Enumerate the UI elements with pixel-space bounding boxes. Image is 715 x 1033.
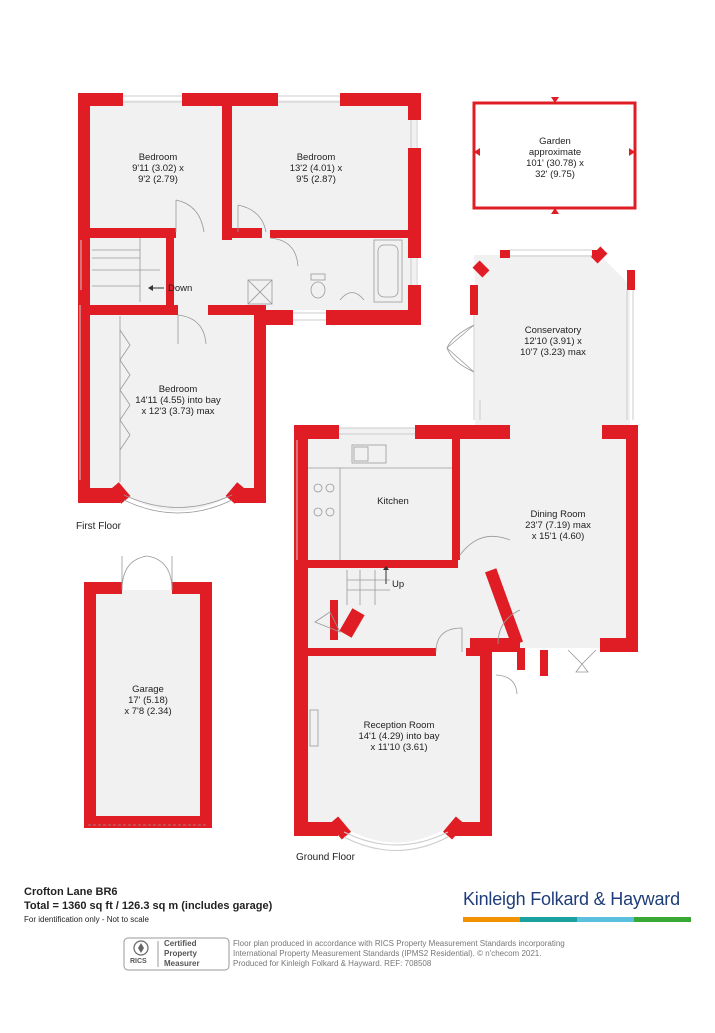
room-dims: 32' (9.75) — [535, 169, 575, 180]
rics-text: RICS — [130, 958, 147, 965]
down-arrow-head — [148, 285, 153, 291]
room-dims: 17' (5.18) — [128, 695, 168, 706]
first-floor-walls — [78, 93, 421, 504]
room-dims: 14'1 (4.29) into bay — [358, 731, 440, 742]
room-name: Bedroom — [296, 152, 336, 163]
disclaimer: For identification only - Not to scale — [24, 915, 149, 924]
stairs-down-label: Down — [168, 283, 193, 294]
reception-fill — [302, 648, 482, 828]
statement-line: International Property Measurement Stand… — [233, 949, 542, 958]
badge-line: Certified — [164, 939, 197, 948]
first-floor-upper-fill — [86, 100, 416, 310]
room-label-kitchen: Kitchen — [358, 496, 428, 507]
room-dims: 9'5 (2.87) — [296, 174, 336, 185]
garage-doors — [88, 555, 208, 826]
brand-color-bar — [463, 917, 691, 922]
room-name: Garage — [132, 684, 164, 695]
room-dims: x 11'10 (3.61) — [370, 742, 428, 753]
first-floor-fixtures — [92, 199, 403, 514]
room-name: Bedroom — [158, 384, 198, 395]
ground-floor-fixtures — [308, 324, 597, 747]
stairs-up-label: Up — [392, 579, 405, 590]
room-dims: approximate — [528, 147, 582, 158]
room-label-conservatory: Conservatory 12'10 (3.91) x 10'7 (3.23) … — [503, 325, 603, 358]
up-arrow-head — [383, 566, 389, 570]
room-dims: 13'2 (4.01) x — [289, 163, 343, 174]
total-area: Total = 1360 sq ft / 126.3 sq m (include… — [24, 900, 273, 912]
room-label-garden: Garden approximate 101' (30.78) x 32' (9… — [515, 136, 595, 180]
room-label-reception-room: Reception Room 14'1 (4.29) into bay x 11… — [344, 720, 454, 753]
room-name: Conservatory — [524, 325, 582, 336]
badge-line: Property — [164, 949, 197, 958]
first-floor-windows — [80, 95, 418, 321]
room-label-bedroom-3: Bedroom 14'11 (4.55) into bay x 12'3 (3.… — [128, 384, 228, 417]
floor-label-first: First Floor — [76, 521, 121, 532]
badge-line: Measurer — [164, 959, 200, 968]
room-name: Dining Room — [530, 509, 586, 520]
rics-badge — [123, 937, 230, 971]
room-name: Bedroom — [138, 152, 178, 163]
room-dims: 12'10 (3.91) x — [524, 336, 582, 347]
room-label-bedroom-2: Bedroom 13'2 (4.01) x 9'5 (2.87) — [276, 152, 356, 185]
room-dims: 101' (30.78) x — [526, 158, 584, 169]
reception-bay-fill — [340, 825, 452, 843]
room-dims: 9'11 (3.02) x — [132, 163, 184, 174]
certified-measurer-text: Certified Property Measurer — [164, 939, 200, 969]
statement-line: Floor plan produced in accordance with R… — [233, 939, 565, 948]
room-dims: 9'2 (2.79) — [138, 174, 178, 185]
first-floor-bedroom-fill — [86, 305, 266, 495]
ground-floor-windows — [79, 249, 634, 851]
room-dims: x 7'8 (2.34) — [124, 706, 172, 717]
garage-fill — [92, 590, 207, 825]
room-dims: 14'11 (4.55) into bay — [135, 395, 221, 406]
agency-brand: Kinleigh Folkard & Hayward — [463, 889, 680, 909]
garage-walls — [84, 582, 212, 828]
room-label-garage: Garage 17' (5.18) x 7'8 (2.34) — [108, 684, 188, 717]
room-dims: x 12'3 (3.73) max — [141, 406, 215, 417]
conservatory-fill — [474, 255, 630, 430]
ground-floor-walls — [294, 246, 638, 840]
room-dims: x 15'1 (4.60) — [531, 531, 585, 542]
floor-label-ground: Ground Floor — [296, 852, 355, 863]
room-name: Reception Room — [363, 720, 435, 731]
room-dims: 10'7 (3.23) max — [520, 347, 586, 358]
rics-statement: Floor plan produced in accordance with R… — [233, 939, 565, 969]
bay-fill — [120, 492, 236, 511]
property-address: Crofton Lane BR6 — [24, 886, 118, 898]
room-label-dining-room: Dining Room 23'7 (7.19) max x 15'1 (4.60… — [508, 509, 608, 542]
room-dims: 23'7 (7.19) max — [525, 520, 591, 531]
statement-line: Produced for Kinleigh Folkard & Hayward.… — [233, 959, 432, 968]
room-name: Kitchen — [377, 496, 409, 507]
room-name: Garden — [539, 136, 571, 147]
room-label-bedroom-1: Bedroom 9'11 (3.02) x 9'2 (2.79) — [118, 152, 198, 185]
garden-plot — [472, 97, 637, 214]
